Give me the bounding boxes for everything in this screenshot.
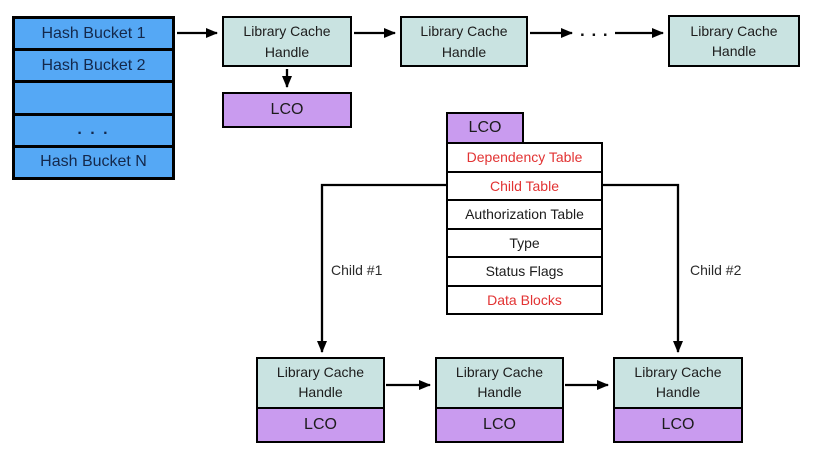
library-cache-handle-3: Library Cache Handle (668, 15, 800, 67)
lco-box-child-1: LCO (258, 409, 383, 441)
lco-label: LCO (661, 416, 695, 433)
lco-label: LCO (270, 101, 304, 118)
lco-box-child-middle: LCO (437, 409, 562, 441)
hash-bucket-row-1: Hash Bucket 1 (15, 19, 172, 52)
handle-label-line1: Library Cache (243, 23, 331, 40)
handle-label-line2: Handle (655, 384, 701, 400)
handle-label-line1: Library Cache (634, 364, 722, 381)
lco-structure-table: Dependency Table Child Table Authorizati… (446, 142, 603, 315)
lco-label: LCO (468, 119, 502, 136)
lco-box-1: LCO (222, 92, 352, 128)
library-cache-handle-2: Library Cache Handle (400, 16, 528, 67)
hash-bucket-row-empty (15, 83, 172, 116)
child-handle-2: Library Cache Handle LCO (613, 357, 743, 443)
handle-label-line1: Library Cache (455, 364, 544, 381)
lco-label: LCO (483, 416, 516, 433)
handle-label-line2: Handle (477, 384, 522, 400)
lco-row-data-blocks: Data Blocks (487, 291, 562, 308)
child-handle-middle: Library Cache Handle LCO (435, 357, 564, 443)
handle-label-line2: Handle (298, 384, 343, 400)
lco-row-status-flags: Status Flags (448, 258, 601, 287)
handle-label-line2: Handle (264, 43, 310, 60)
library-cache-handle-1: Library Cache Handle (222, 16, 352, 67)
hash-bucket-table: Hash Bucket 1 Hash Bucket 2 . . . Hash B… (12, 16, 175, 180)
lco-structure-header: LCO (446, 112, 524, 144)
library-cache-handle-child-middle: Library Cache Handle (437, 359, 562, 409)
child-1-label: Child #1 (331, 262, 383, 278)
chain-ellipsis: . . . (580, 21, 609, 40)
child-2-label: Child #2 (690, 262, 742, 278)
handle-label-line1: Library Cache (276, 364, 365, 381)
lco-box-child-2: LCO (615, 409, 741, 441)
lco-row-dependency-table: Dependency Table (448, 144, 601, 173)
library-cache-handle-child-2: Library Cache Handle (615, 359, 741, 409)
hash-bucket-row-n: Hash Bucket N (40, 153, 147, 171)
hash-bucket-row-2: Hash Bucket 2 (15, 51, 172, 84)
handle-label-line1: Library Cache (690, 22, 778, 39)
lco-row-authorization-table: Authorization Table (448, 201, 601, 230)
hash-bucket-row-ellipsis: . . . (15, 116, 172, 148)
library-cache-handle-child-1: Library Cache Handle (258, 359, 383, 409)
lco-row-type: Type (448, 230, 601, 258)
lco-label: LCO (304, 416, 337, 433)
handle-label-line1: Library Cache (420, 23, 508, 40)
child-handle-1: Library Cache Handle LCO (256, 357, 385, 443)
lco-row-child-table: Child Table (448, 173, 601, 201)
handle-label-line2: Handle (711, 43, 757, 59)
handle-label-line2: Handle (441, 43, 487, 60)
